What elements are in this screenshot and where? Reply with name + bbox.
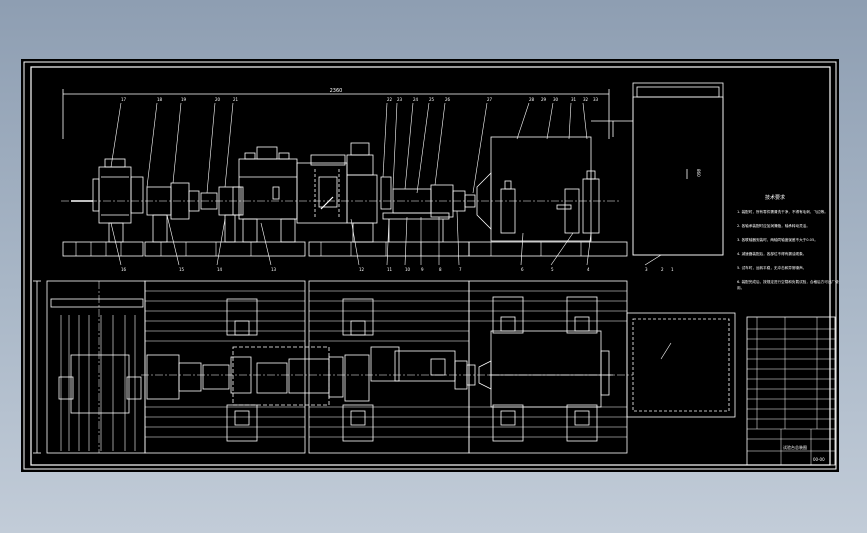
callout-number: 15 <box>179 267 185 272</box>
callout-number: 4 <box>587 267 590 272</box>
callout-number: 8 <box>439 267 442 272</box>
notes-text: 1. 装配时，所有零件需清洗干净，不得有毛刺、飞边等。 2. 各轴承装配时应加润滑… <box>737 209 839 290</box>
callout-number: 19 <box>181 97 187 102</box>
title-block-code: 00-00 <box>813 457 825 462</box>
callout-number: 3 <box>645 267 648 272</box>
callout-number: 6 <box>521 267 524 272</box>
callout-number: 32 <box>583 97 589 102</box>
callout-number: 29 <box>541 97 547 102</box>
note-line: 1. 装配时，所有零件需清洗干净，不得有毛刺、飞边等。 <box>737 209 828 214</box>
callout-number: 31 <box>571 97 577 102</box>
callout-number: 33 <box>593 97 599 102</box>
engineering-drawing: 2360 <box>23 61 839 470</box>
title-block: 试验台总装图 00-00 <box>746 316 836 466</box>
callout-number: 21 <box>233 97 239 102</box>
overall-dimension: 2360 <box>330 88 343 94</box>
callout-number: 5 <box>551 267 554 272</box>
callout-number: 10 <box>405 267 411 272</box>
plan-view <box>33 280 736 454</box>
callout-number: 20 <box>215 97 221 102</box>
top-callouts <box>110 102 588 194</box>
outer-border <box>23 61 837 470</box>
callout-number: 14 <box>217 267 223 272</box>
cad-drawing-sheet: 2360 <box>21 59 839 472</box>
callout-number: 1 <box>671 267 674 272</box>
callout-number: 9 <box>421 267 424 272</box>
note-line: 6. 装配完成后，按规定进行空载和负载试验，合格后方可出厂使 <box>737 279 839 284</box>
note-line-cont: 用。 <box>737 285 744 290</box>
callout-number: 23 <box>397 97 403 102</box>
callout-number: 26 <box>445 97 451 102</box>
bottom-callouts <box>110 210 672 360</box>
note-line: 2. 各轴承装配时应加润滑脂，轴承转动灵活。 <box>737 223 810 228</box>
notes-area: 技术要求 1. 装配时，所有零件需清洗干净，不得有毛刺、飞边等。 2. 各轴承装配… <box>737 194 839 290</box>
callout-number: 17 <box>121 97 127 102</box>
callout-number: 18 <box>157 97 163 102</box>
callout-number: 30 <box>553 97 559 102</box>
callout-number: 27 <box>487 97 493 102</box>
callout-number: 13 <box>271 267 277 272</box>
callout-number: 24 <box>413 97 419 102</box>
inner-border <box>30 66 831 466</box>
callout-number: 28 <box>529 97 535 102</box>
note-line: 3. 各联轴器安装时，两轴同轴度误差不大于0.05。 <box>737 237 818 242</box>
callout-number: 7 <box>459 267 462 272</box>
note-line: 4. 减速器装配后，各部位不得有漏油现象。 <box>737 251 806 256</box>
title-block-name: 试验台总装图 <box>783 444 807 450</box>
notes-title: 技术要求 <box>765 194 785 201</box>
callout-number: 11 <box>387 267 393 272</box>
note-line: 5. 试车时，运转平稳，无冲击和异常噪声。 <box>737 265 806 270</box>
callout-number: 25 <box>429 97 435 102</box>
callout-number: 22 <box>387 97 393 102</box>
callout-number: 2 <box>661 267 664 272</box>
elevation-view: 2360 <box>61 82 724 257</box>
side-dimension: 860 <box>696 169 701 177</box>
callout-number: 12 <box>359 267 365 272</box>
callout-number: 16 <box>121 267 127 272</box>
